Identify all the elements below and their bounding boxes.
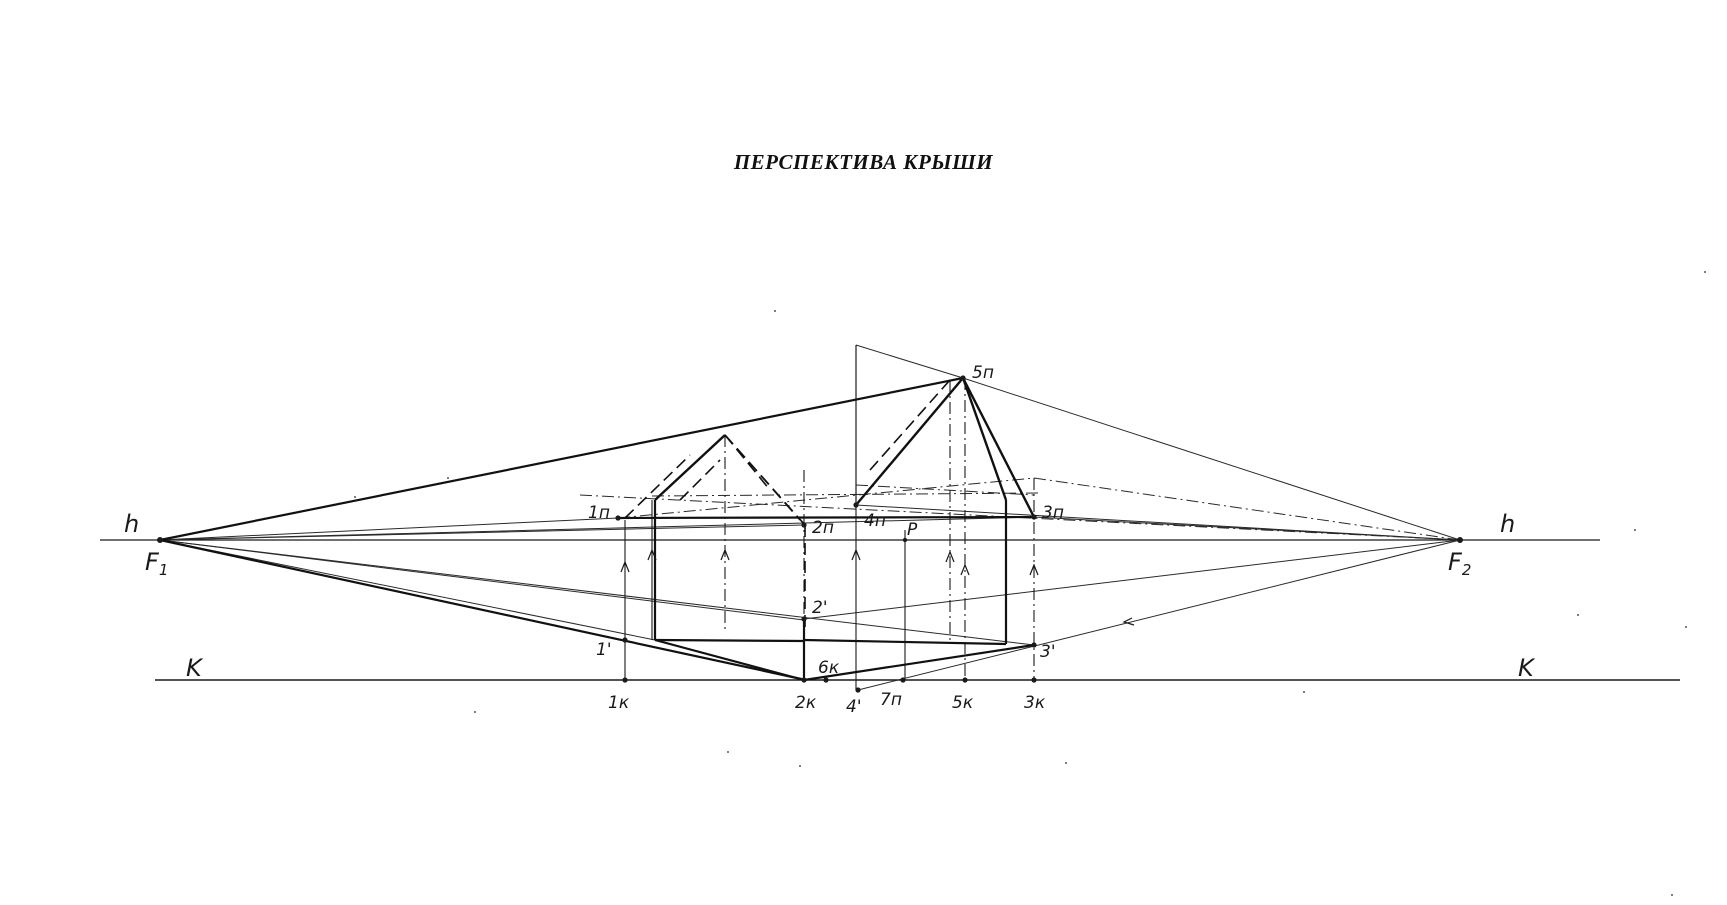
label-1n: 1п (588, 503, 610, 523)
label-1-prime: 1' (596, 640, 612, 660)
vertical-dashdot-projections (724, 378, 1035, 680)
label-horizon-right: h (1500, 510, 1515, 538)
building-walls (159, 376, 1035, 682)
label-2-prime: 2' (812, 598, 828, 618)
projection-arrows (620, 548, 1135, 626)
point-1-prime (622, 637, 628, 643)
eave-line (617, 515, 1035, 520)
label-ground-left: K (186, 654, 204, 682)
point-7n (900, 677, 906, 683)
label-f1: F1 (145, 548, 168, 579)
construction-lines-f2 (803, 344, 1461, 691)
roof-ridge-front (855, 377, 964, 506)
label-3-prime: 3' (1040, 642, 1056, 662)
point-3-prime (1031, 642, 1037, 648)
label-f2: F2 (1448, 548, 1471, 579)
label-6k: 6к (818, 658, 840, 678)
label-2n: 2п (812, 518, 834, 538)
point-4-prime (855, 687, 861, 693)
label-4-prime: 4' (846, 697, 862, 717)
point-5n (960, 375, 966, 381)
point-1k (622, 677, 628, 683)
reference-lines (100, 539, 1680, 681)
point-3k (1031, 677, 1037, 683)
roof-ridge-right (961, 377, 1036, 518)
label-ground-right: K (1518, 654, 1536, 682)
point-2k (801, 677, 807, 683)
scan-specks (354, 271, 1706, 896)
hidden-edges (624, 379, 951, 630)
label-5n: 5п (972, 363, 994, 383)
label-horizon-left: h (124, 510, 139, 538)
label-3k: 3к (1024, 693, 1046, 713)
point-3n (1031, 514, 1037, 520)
label-5k: 5к (952, 693, 974, 713)
label-1k: 1к (608, 693, 630, 713)
roof-outline (654, 377, 1036, 518)
point-p (902, 537, 908, 543)
label-4n: 4п (864, 511, 886, 531)
point-f1 (157, 537, 163, 543)
point-2-prime (801, 616, 807, 622)
drawing-title: ПЕРСПЕКТИВА КРЫШИ (733, 150, 994, 174)
label-p: P (907, 520, 918, 540)
label-2k: 2к (795, 693, 817, 713)
roof-ridge-left (654, 434, 726, 501)
point-6k (823, 677, 829, 683)
point-labels: h h K K F1 F2 1п 2п 4п 3п 5п P 2' 1' 3' … (124, 363, 1536, 717)
label-7n: 7п (880, 690, 902, 710)
point-5k (962, 677, 968, 683)
point-4n (853, 502, 859, 508)
construction-points (157, 375, 1463, 693)
point-f2 (1457, 537, 1463, 543)
point-1n (615, 515, 621, 521)
label-3n: 3п (1042, 503, 1064, 523)
point-2n (801, 522, 807, 528)
